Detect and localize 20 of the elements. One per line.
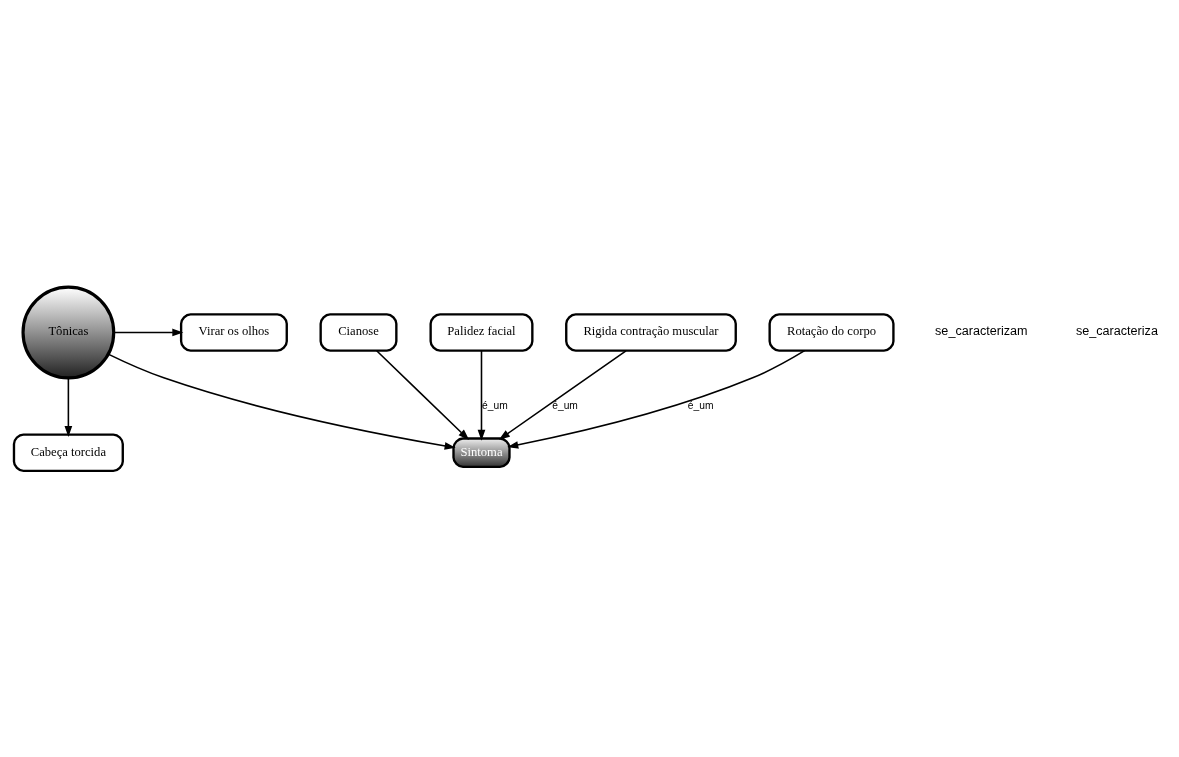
arrow <box>375 349 470 440</box>
edge-label: é_um <box>687 399 714 411</box>
node-box: Cianose <box>319 312 398 352</box>
label: se_caracteriza <box>1075 323 1158 338</box>
arrow <box>507 349 806 449</box>
node-box: Rotação do corpo <box>768 312 895 352</box>
node-box: Sintoma <box>452 436 511 468</box>
node-box: Cabeça torcida <box>12 432 124 472</box>
arrow <box>113 328 184 336</box>
arrow <box>64 376 73 437</box>
node-box: Palidez facial <box>429 312 534 352</box>
arrow <box>107 352 456 450</box>
node-circle: Tônicas <box>21 285 116 379</box>
arrow <box>498 349 627 440</box>
label: se_caracterizam <box>935 323 1028 338</box>
arrow <box>477 349 486 441</box>
edge-label: é_um <box>552 399 578 411</box>
edge-label: é_um <box>482 399 508 411</box>
node-box: Rigida contração muscular <box>565 312 737 352</box>
node-box: Virar os olhos <box>179 312 288 352</box>
